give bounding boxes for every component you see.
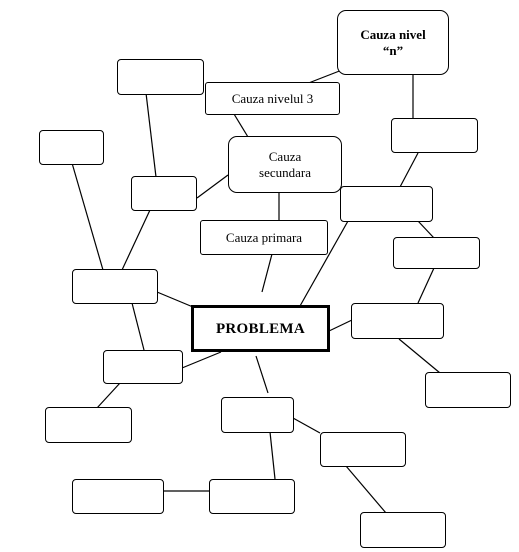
empty-box-bottom-far-left — [72, 479, 164, 514]
connector-line — [417, 220, 435, 239]
cause-level-3-box: Cauza nivelul 3 — [205, 82, 340, 115]
secondary-cause-line1: Cauza — [268, 148, 302, 164]
connector-line — [156, 291, 194, 308]
empty-box-left-problem — [72, 269, 158, 304]
connector-line — [145, 92, 157, 178]
connector-line — [181, 351, 222, 369]
empty-box-right-lower — [425, 372, 511, 408]
empty-box-bottom-right-upper — [320, 432, 406, 467]
connector-line — [261, 253, 273, 293]
connector-line — [131, 302, 145, 351]
empty-box-bottom-right — [360, 512, 446, 548]
connector-line — [255, 355, 269, 394]
connector-line — [292, 417, 321, 434]
cause-level-n-line1: Cauza nivel — [360, 26, 426, 42]
cause-level-n-line2: “n” — [382, 42, 404, 58]
empty-box-left-lower — [103, 350, 183, 384]
empty-box-bottom-center — [221, 397, 294, 433]
connector-line — [233, 113, 249, 138]
connector-line — [398, 338, 441, 374]
connector-line — [299, 220, 349, 307]
primary-cause-label: Cauza primara — [225, 229, 303, 245]
primary-cause-box: Cauza primara — [200, 220, 328, 255]
connector-line — [71, 162, 104, 271]
empty-box-top-left — [117, 59, 204, 95]
connector-line — [121, 209, 151, 271]
connector-line — [269, 431, 276, 480]
empty-box-far-left — [39, 130, 104, 165]
cause-level-3-label: Cauza nivelul 3 — [231, 90, 314, 106]
empty-box-left-mid — [131, 176, 197, 211]
empty-box-right-top — [391, 118, 478, 153]
connector-line — [196, 174, 229, 199]
connector-line — [345, 465, 387, 514]
empty-box-bottom-mid — [209, 479, 295, 514]
connector-line — [328, 319, 353, 332]
empty-box-right-upper — [340, 186, 433, 222]
connector-lines — [71, 69, 441, 514]
secondary-cause-box: Cauza secundara — [228, 136, 342, 193]
connector-line — [96, 382, 121, 409]
secondary-cause-line2: secundara — [259, 164, 311, 180]
cause-level-n-box: Cauza nivel “n” — [337, 10, 449, 75]
empty-box-right-mid — [393, 237, 480, 269]
connector-line — [305, 69, 343, 85]
empty-box-right-problem — [351, 303, 444, 339]
connector-line — [399, 152, 419, 188]
problem-box: PROBLEMA — [191, 305, 330, 352]
connector-line — [417, 267, 435, 304]
problem-label: PROBLEMA — [215, 320, 306, 337]
empty-box-bottom-left — [45, 407, 132, 443]
